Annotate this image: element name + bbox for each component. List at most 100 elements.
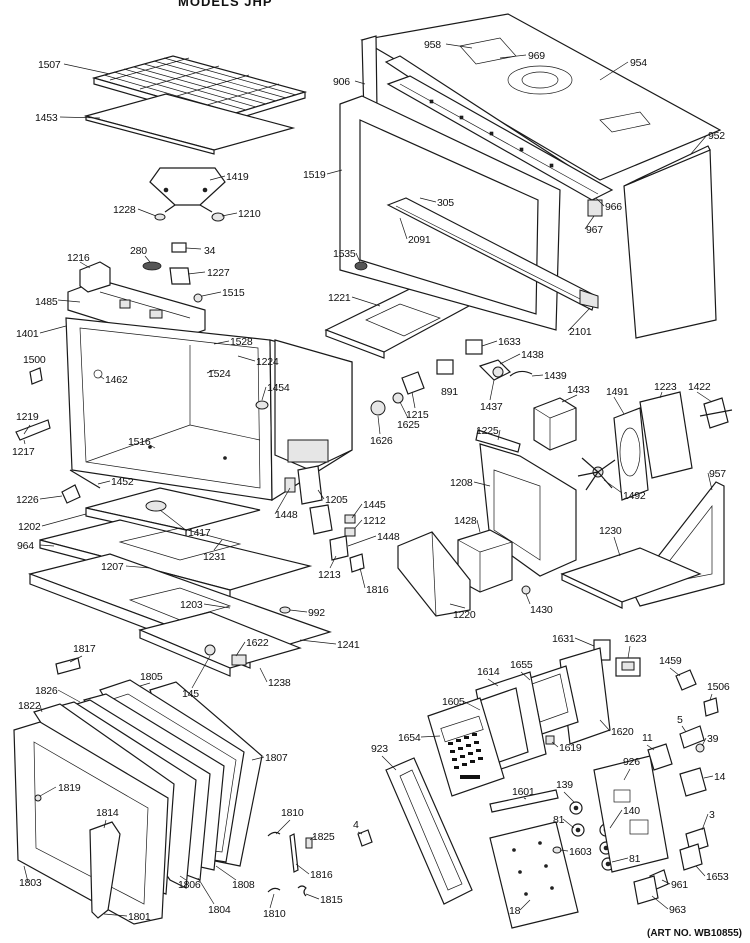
callout-c1515: 1515	[222, 287, 245, 299]
callout-c926: 926	[623, 756, 640, 768]
hinge-1817	[55, 657, 81, 675]
circuit-board-926	[593, 755, 669, 873]
callout-c145: 145	[182, 688, 199, 700]
callout-c1225: 1225	[476, 425, 499, 437]
air-guide-1225	[475, 429, 521, 453]
bracket-963	[633, 875, 659, 905]
callout-c1224: 1224	[256, 356, 279, 368]
thermostat-1438	[478, 359, 512, 381]
wire-1439	[509, 370, 533, 377]
bracket-1215	[401, 371, 425, 395]
callout-c966: 966	[605, 201, 622, 213]
callout-c1448b: 1448	[377, 531, 400, 543]
callout-c1492: 1492	[623, 490, 646, 502]
callout-c967: 967	[586, 224, 603, 236]
fan-shroud-1491	[613, 407, 649, 501]
outer-case-top-954	[360, 13, 722, 181]
nut-1228	[154, 213, 166, 221]
callout-c81a: 81	[553, 814, 565, 826]
callout-c39: 39	[707, 733, 719, 745]
callout-c1808: 1808	[232, 879, 255, 891]
callout-c140: 140	[623, 805, 640, 817]
callout-c1623: 1623	[624, 633, 647, 645]
air-duct-1220	[397, 531, 471, 617]
callout-c1814: 1814	[96, 807, 119, 819]
part-1815	[297, 885, 307, 897]
callout-c1438: 1438	[521, 349, 544, 361]
callout-c3: 3	[709, 809, 715, 821]
callout-c1205: 1205	[325, 494, 348, 506]
callout-c1535: 1535	[333, 248, 356, 260]
callout-c1603: 1603	[569, 846, 592, 858]
callout-c1417: 1417	[188, 527, 211, 539]
hinge-bracket-1219	[15, 419, 51, 441]
callout-c2091: 2091	[408, 234, 431, 246]
part-1603	[552, 846, 562, 854]
door-trim-frame-923	[385, 757, 473, 905]
callout-c1216: 1216	[67, 252, 90, 264]
callout-c139: 139	[556, 779, 573, 791]
callout-c992: 992	[308, 607, 325, 619]
callout-c957: 957	[709, 468, 726, 480]
callout-c1655: 1655	[510, 659, 533, 671]
callout-c1217: 1217	[12, 446, 35, 458]
door-handle-1814	[89, 821, 121, 919]
callout-c1223: 1223	[654, 381, 677, 393]
part-1653	[679, 843, 703, 871]
callout-c1485: 1485	[35, 296, 58, 308]
callout-c1506: 1506	[707, 681, 730, 693]
callout-c1212: 1212	[363, 515, 386, 527]
interlock-switch-group	[284, 465, 365, 573]
art-number: (ART NO. WB10855)	[646, 928, 742, 939]
switch-5	[679, 725, 705, 749]
outer-case-side-952	[623, 145, 717, 339]
callout-c1448a: 1448	[275, 509, 298, 521]
callout-c1228: 1228	[113, 204, 136, 216]
callout-c1622: 1622	[246, 637, 269, 649]
callout-c891: 891	[441, 386, 458, 398]
callout-c906: 906	[333, 76, 350, 88]
callout-c1428: 1428	[454, 515, 477, 527]
callout-c1819: 1819	[58, 782, 81, 794]
rack-shelf-panel	[83, 93, 296, 155]
knob-1535	[354, 261, 368, 271]
callout-c1219: 1219	[16, 411, 39, 423]
rack-support-bracket	[149, 167, 226, 213]
callout-c2101: 2101	[569, 326, 592, 338]
callout-c18: 18	[509, 905, 521, 917]
control-bracket-assembly	[67, 261, 206, 343]
callout-c1419: 1419	[226, 171, 249, 183]
callout-c1817: 1817	[73, 643, 96, 655]
callout-c1807: 1807	[265, 752, 288, 764]
part-4	[357, 829, 373, 847]
callout-c1453: 1453	[35, 112, 58, 124]
callout-c5: 5	[677, 714, 683, 726]
callout-c11: 11	[642, 732, 653, 744]
callout-c1519: 1519	[303, 169, 326, 181]
screw-1430	[521, 585, 531, 595]
callout-c1816a: 1816	[366, 584, 389, 596]
end-cap-967	[587, 199, 603, 217]
relay-11	[647, 743, 673, 771]
callout-c1528: 1528	[230, 336, 253, 348]
callout-c1220: 1220	[453, 609, 476, 621]
callout-c1653: 1653	[706, 871, 729, 883]
callout-c1810b: 1810	[263, 908, 286, 920]
door-front-1803	[13, 721, 169, 925]
callout-c1452: 1452	[111, 476, 134, 488]
grommet-992	[279, 606, 291, 614]
callout-c1207: 1207	[101, 561, 124, 573]
callout-c14: 14	[714, 771, 726, 783]
vent-channel-966	[386, 75, 614, 201]
part-39	[695, 743, 705, 753]
foot-1500	[29, 367, 43, 385]
callout-c81b: 81	[629, 853, 641, 865]
switch-1623	[615, 657, 641, 677]
callout-c961: 961	[671, 879, 688, 891]
part-1825	[305, 837, 313, 849]
callout-c1826: 1826	[35, 685, 58, 697]
lamp-280	[142, 261, 162, 271]
switch-1227	[169, 267, 191, 285]
callout-c1601: 1601	[512, 786, 535, 798]
callout-c1626: 1626	[370, 435, 393, 447]
